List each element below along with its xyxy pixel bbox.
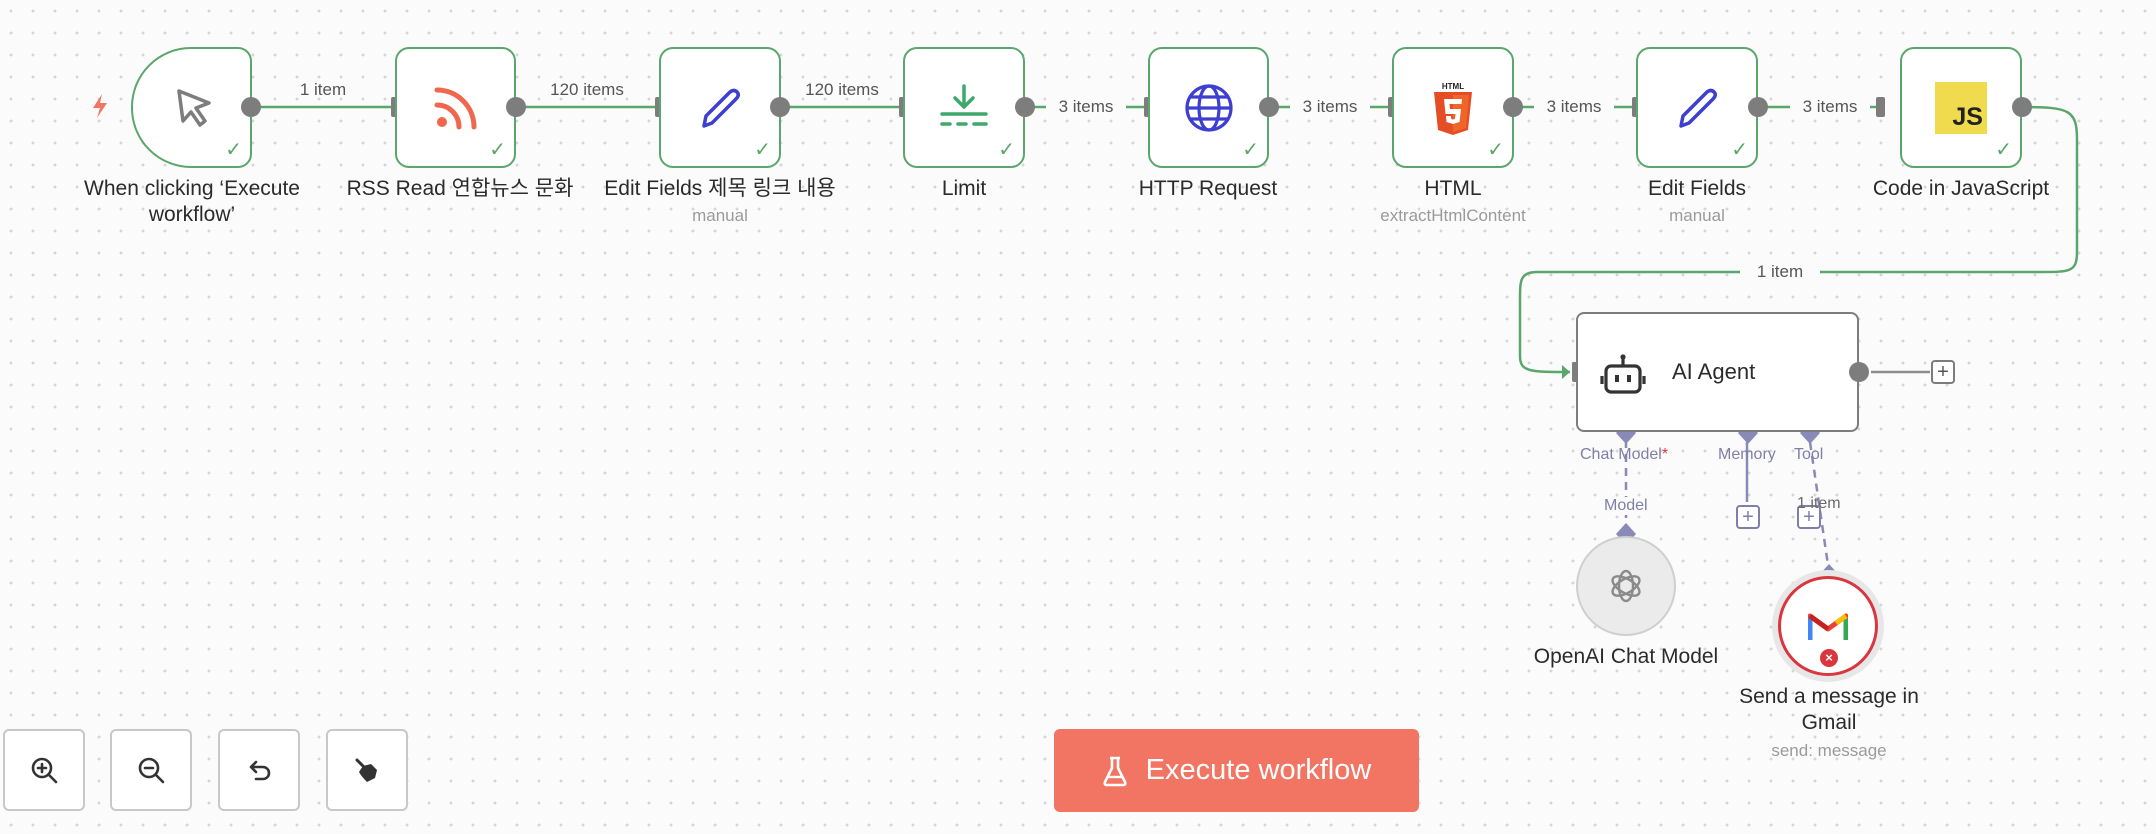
execute-workflow-label: Execute workflow (1145, 754, 1372, 786)
node-edit-fields[interactable]: ✓ (659, 47, 781, 168)
robot-icon (1600, 352, 1646, 403)
openai-icon (1578, 538, 1674, 634)
success-check-icon: ✓ (998, 139, 1015, 161)
output-handle[interactable] (1849, 362, 1869, 382)
node-http-request[interactable]: ✓ (1148, 47, 1269, 168)
node-limit[interactable]: ✓ (903, 47, 1025, 168)
tidy-up-button[interactable] (326, 729, 408, 811)
node-label: Code in JavaScript (1872, 177, 2050, 200)
node-sublabel: manual (692, 206, 748, 225)
edge-item-count: 3 items (1534, 97, 1614, 117)
html-badge-text: HTML (1442, 82, 1464, 91)
execute-workflow-button[interactable]: Execute workflow (1054, 729, 1419, 812)
js-icon: JS (1902, 49, 2020, 166)
output-handle[interactable] (770, 97, 790, 117)
success-check-icon: ✓ (489, 139, 506, 161)
success-check-icon: ✓ (754, 139, 771, 161)
zoom-out-icon (138, 757, 165, 784)
add-memory-button[interactable]: + (1736, 505, 1760, 529)
pencil-icon (661, 49, 779, 166)
edge-line (1518, 105, 2079, 374)
node-sublabel: manual (1669, 206, 1725, 225)
output-handle[interactable] (1748, 97, 1768, 117)
output-handle[interactable] (1259, 97, 1279, 117)
reset-zoom-button[interactable] (218, 729, 300, 811)
edge-item-count: 3 items (1046, 97, 1126, 117)
node-sublabel: extractHtmlContent (1380, 206, 1526, 225)
html5-icon: HTML (1394, 49, 1512, 166)
broom-icon (355, 758, 377, 782)
output-handle[interactable] (506, 97, 526, 117)
node-openai-chat-model[interactable] (1576, 536, 1676, 636)
success-check-icon: ✓ (1731, 139, 1748, 161)
agent-title: AI Agent (1672, 359, 1756, 384)
rss-icon (397, 49, 514, 166)
pencil-icon (1638, 49, 1756, 166)
edge-item-count: 1 item (1740, 262, 1820, 282)
flask-icon (1103, 756, 1127, 786)
node-label: Edit Fields (1647, 177, 1747, 200)
output-handle[interactable] (2012, 97, 2032, 117)
node-html[interactable]: HTML ✓ (1392, 47, 1514, 168)
node-rss-read[interactable]: ✓ (395, 47, 516, 168)
node-manual-trigger[interactable]: ✓ (131, 47, 252, 168)
node-label: When clicking ‘Execute workflow’ (84, 177, 300, 226)
cursor-icon (133, 49, 250, 166)
edge-item-count: 1 item (299, 80, 347, 99)
input-handle[interactable] (1876, 97, 1885, 117)
trigger-bolt-icon (89, 92, 111, 125)
node-ai-agent[interactable]: AI Agent (1576, 312, 1859, 432)
success-check-icon: ✓ (1995, 139, 2012, 161)
node-label: RSS Read 연합뉴스 문화 (346, 177, 574, 200)
add-node-button[interactable]: + (1931, 360, 1955, 384)
node-label: HTML (1424, 177, 1482, 200)
tool-label: Tool (1794, 446, 1824, 463)
node-label: OpenAI Chat Model (1533, 645, 1719, 668)
gmail-icon (1781, 579, 1875, 673)
node-sublabel: send: message (1771, 741, 1887, 760)
output-handle[interactable] (1503, 97, 1523, 117)
chat-model-label: Chat Model* (1580, 446, 1669, 463)
node-gmail-send[interactable]: × (1778, 576, 1878, 676)
model-label: Model (1604, 497, 1648, 515)
node-label: Limit (941, 177, 987, 200)
undo-icon (249, 760, 271, 781)
error-icon: × (1820, 649, 1838, 667)
output-handle[interactable] (241, 97, 261, 117)
edge-item-count: 120 items (805, 80, 879, 99)
edge-item-count: 3 items (1790, 97, 1870, 117)
zoom-out-button[interactable] (110, 729, 192, 811)
limit-icon (905, 49, 1023, 166)
success-check-icon: ✓ (1487, 139, 1504, 161)
success-check-icon: ✓ (225, 139, 242, 161)
memory-label: Memory (1718, 446, 1776, 463)
edge-item-count: 120 items (550, 80, 624, 99)
zoom-in-icon (31, 757, 58, 784)
node-edit-fields-2[interactable]: ✓ (1636, 47, 1758, 168)
tool-edge-label: 1 item (1797, 495, 1841, 512)
node-code-javascript[interactable]: JS ✓ (1900, 47, 2022, 168)
zoom-in-button[interactable] (3, 729, 85, 811)
edge-item-count: 3 items (1290, 97, 1370, 117)
output-handle[interactable] (1015, 97, 1035, 117)
success-check-icon: ✓ (1242, 139, 1259, 161)
globe-icon (1150, 49, 1267, 166)
js-badge-text: JS (1952, 102, 1983, 131)
node-label: HTTP Request (1138, 177, 1278, 200)
node-label: Send a message in Gmail (1739, 685, 1919, 734)
node-label: Edit Fields 제목 링크 내용 (604, 177, 836, 200)
add-tool-button[interactable]: + (1797, 505, 1821, 529)
